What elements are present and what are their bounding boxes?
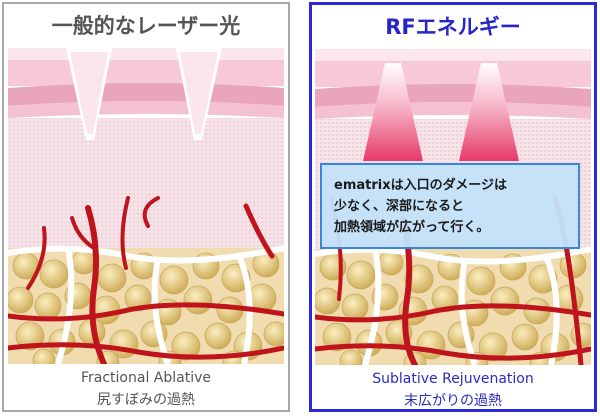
- rf-note-line-3: 加熱領域が広がって行く。: [334, 220, 490, 235]
- laser-panel-title: 一般的なレーザー光: [51, 14, 241, 38]
- rf-panel-title: RFエネルギー: [385, 15, 521, 39]
- rf-note-line-1: ematrixは入口のダメージは: [334, 178, 507, 193]
- laser-caption-japanese: 尻すぼみの過熱: [97, 392, 195, 408]
- rf-panel: RFエネルギー: [309, 2, 597, 412]
- rf-caption-english: Sublative Rejuvenation: [372, 371, 534, 387]
- laser-caption-english: Fractional Ablative: [80, 370, 211, 386]
- rf-caption-japanese: 末広がりの過熱: [404, 393, 502, 409]
- laser-skin-svg: [8, 48, 284, 364]
- laser-skin-illustration: [8, 48, 284, 364]
- rf-explanation-callout: ematrixは入口のダメージは 少なく、深部になると 加熱領域が広がって行く。: [320, 163, 580, 249]
- rf-note-line-2: 少なく、深部になると: [334, 199, 465, 214]
- laser-panel: 一般的なレーザー光: [2, 2, 290, 412]
